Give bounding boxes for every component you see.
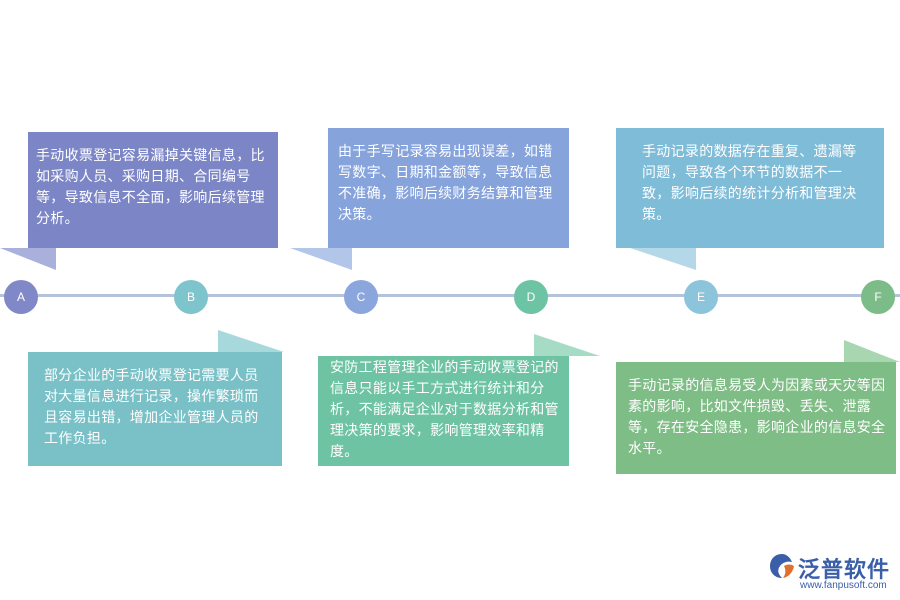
timeline-node-a: A <box>4 280 38 314</box>
logo-url: www.fanpusoft.com <box>800 580 887 591</box>
callout-card-e: 手动记录的数据存在重复、遗漏等问题，导致各个环节的数据不一致，影响后续的统计分析… <box>616 128 884 248</box>
callout-card-d: 安防工程管理企业的手动收票登记的信息只能以手工方式进行统计和分析，不能满足企业对… <box>318 356 569 466</box>
node-label-a: A <box>16 290 25 304</box>
callout-text-b: 部分企业的手动收票登记需要人员对大量信息进行记录，操作繁琐而且容易出错，增加企业… <box>44 368 259 447</box>
timeline-node-c: C <box>344 280 378 314</box>
callout-tail-c <box>290 248 352 270</box>
timeline-line <box>0 294 900 297</box>
callout-tail-a <box>0 248 56 270</box>
node-label-d: D <box>526 290 536 304</box>
callout-card-c: 由于手写记录容易出现误差，如错写数字、日期和金额等，导致信息不准确，影响后续财务… <box>328 128 569 248</box>
callout-text-f: 手动记录的信息易受人为因素或天灾等因素的影响，比如文件损毁、丢失、泄露等，存在安… <box>628 378 886 457</box>
callout-tail-e <box>630 248 696 270</box>
callout-tail-d <box>534 334 600 356</box>
timeline-node-d: D <box>514 280 548 314</box>
node-label-c: C <box>356 290 366 304</box>
callout-text-e: 手动记录的数据存在重复、遗漏等问题，导致各个环节的数据不一致，影响后续的统计分析… <box>642 144 857 223</box>
callout-tail-b <box>218 330 284 352</box>
brand-logo: 泛普软件 www.fanpusoft.com <box>768 548 892 594</box>
timeline-node-e: E <box>684 280 718 314</box>
callout-card-b: 部分企业的手动收票登记需要人员对大量信息进行记录，操作繁琐而且容易出错，增加企业… <box>28 352 282 466</box>
callout-text-d: 安防工程管理企业的手动收票登记的信息只能以手工方式进行统计和分析，不能满足企业对… <box>330 360 559 460</box>
callout-text-c: 由于手写记录容易出现误差，如错写数字、日期和金额等，导致信息不准确，影响后续财务… <box>338 144 553 223</box>
callout-tail-f <box>844 340 900 362</box>
callout-card-a: 手动收票登记容易漏掉关键信息，比如采购人员、采购日期、合同编号等，导致信息不全面… <box>28 132 278 248</box>
timeline-node-f: F <box>861 280 895 314</box>
node-label-b: B <box>186 290 195 304</box>
callout-card-f: 手动记录的信息易受人为因素或天灾等因素的影响，比如文件损毁、丢失、泄露等，存在安… <box>616 362 896 474</box>
logo-name: 泛普软件 <box>798 558 891 583</box>
node-label-e: E <box>696 290 705 304</box>
fanpu-logo-icon <box>770 554 794 578</box>
timeline-node-b: B <box>174 280 208 314</box>
node-label-f: F <box>874 290 882 304</box>
callout-text-a: 手动收票登记容易漏掉关键信息，比如采购人员、采购日期、合同编号等，导致信息不全面… <box>36 148 265 227</box>
